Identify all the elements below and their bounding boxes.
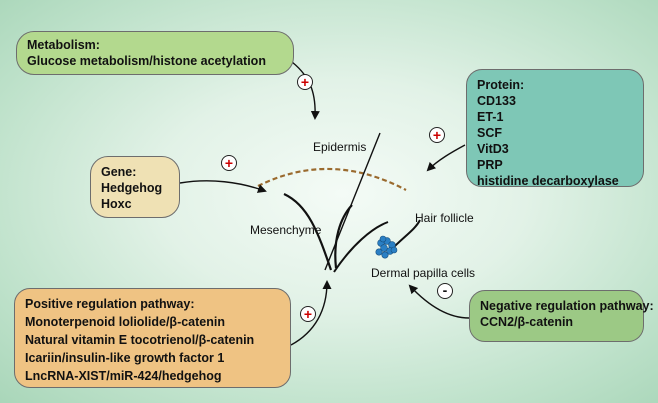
arrow-gene [179, 180, 267, 193]
arrow-negative [408, 284, 470, 319]
gene-item: Hoxc [101, 197, 132, 211]
positive-regulation-box: Positive regulation pathway: Monoterpeno… [14, 288, 291, 388]
plus-sign-gene: + [221, 155, 237, 171]
epidermis-line [257, 167, 407, 191]
plus-sign-protein: + [429, 127, 445, 143]
positive-item: Icariin/insulin-like growth factor 1 [25, 351, 225, 365]
hair-shaft [324, 132, 381, 271]
plus-sign-positive: + [300, 306, 316, 322]
negative-title: Negative regulation pathway: [480, 299, 654, 313]
gene-title: Gene: [101, 165, 137, 179]
metabolism-box: Metabolism: Glucose metabolism/histone a… [16, 31, 294, 75]
protein-title: Protein: [477, 78, 525, 92]
metabolism-item: Glucose metabolism/histone acetylation [27, 54, 266, 68]
protein-item: PRP [477, 158, 503, 172]
gene-item: Hedgehog [101, 181, 163, 195]
gene-box: Gene: Hedgehog Hoxc [90, 156, 180, 218]
dermal-papilla-label: Dermal papilla cells [371, 266, 476, 280]
hair-follicle-label: Hair follicle [415, 211, 474, 225]
epidermis-label: Epidermis [313, 140, 367, 154]
positive-item: LncRNA-XIST/miR-424/hedgehog [25, 369, 222, 383]
dermal-papilla-cells [375, 235, 398, 259]
hair-follicle-inner [334, 204, 353, 269]
protein-item: ET-1 [477, 110, 504, 124]
protein-item: histidine decarboxylase [477, 174, 619, 188]
protein-box: Protein: CD133 ET-1 SCF VitD3 PRP histid… [466, 69, 644, 188]
negative-item: CCN2/β-catenin [480, 315, 574, 329]
arrow-positive [290, 280, 332, 346]
arrow-protein [426, 144, 466, 172]
minus-sign-negative: - [437, 283, 453, 299]
arrow-metabolism [291, 61, 320, 120]
protein-item: CD133 [477, 94, 516, 108]
protein-item: SCF [477, 126, 502, 140]
positive-title: Positive regulation pathway: [25, 297, 195, 311]
metabolism-title: Metabolism: [27, 38, 100, 52]
protein-item: VitD3 [477, 142, 509, 156]
positive-item: Monoterpenoid loliolide/β-catenin [25, 315, 225, 329]
mesenchyme-label: Mesenchyme [250, 223, 322, 237]
positive-item: Natural vitamin E tocotrienol/β-catenin [25, 333, 255, 347]
hair-follicle-right [333, 221, 389, 273]
plus-sign-metabolism: + [297, 74, 313, 90]
negative-regulation-box: Negative regulation pathway: CCN2/β-cate… [469, 290, 654, 342]
hair-follicle-left [283, 193, 333, 271]
